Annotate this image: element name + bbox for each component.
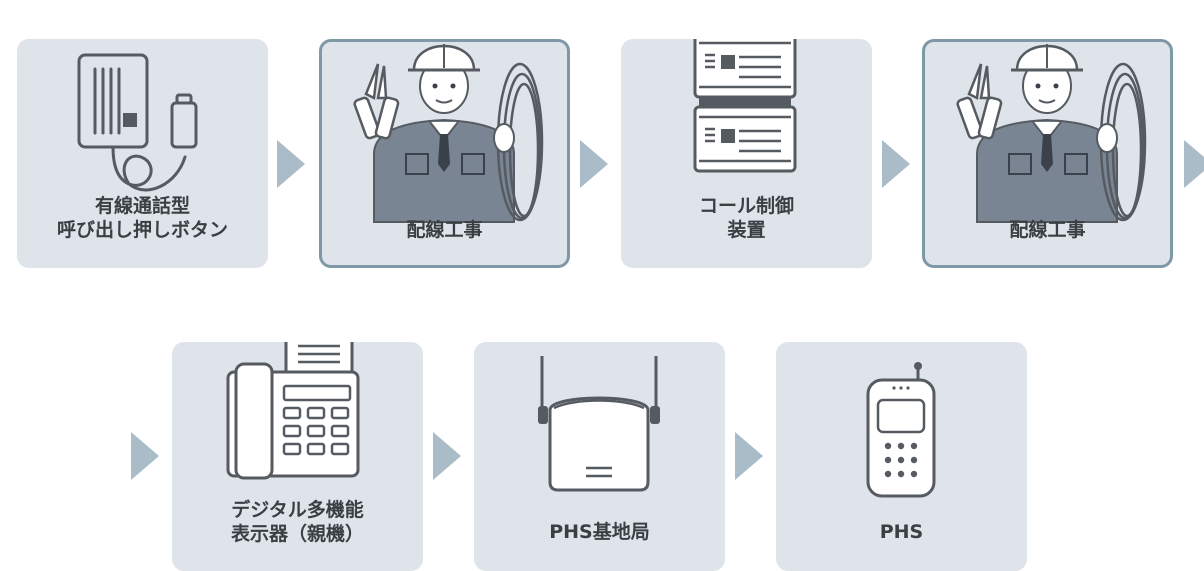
multifunction-phone-icon — [226, 342, 360, 480]
step-label-line: 表示器（親機） — [230, 523, 364, 545]
step-label-line: 呼び出し押しボタン — [56, 219, 228, 241]
wiring-technician-icon — [956, 44, 1147, 223]
step-label-line: PHS基地局 — [549, 521, 650, 543]
step-label-line: 配線工事 — [1009, 219, 1086, 241]
phs-base-station-icon — [538, 356, 660, 492]
step-card-6: PHS基地局 — [474, 342, 725, 571]
step-card-2: 配線工事 — [319, 39, 570, 268]
wiring-technician-icon — [353, 44, 544, 223]
call-control-unit-icon — [693, 39, 797, 173]
step-label-line: 装置 — [727, 219, 766, 241]
step-label-line: PHS — [879, 521, 924, 543]
step-card-1: 有線通話型 呼び出し押しボタン — [17, 39, 268, 268]
step-label-line: コール制御 — [698, 195, 794, 217]
step-card-5: デジタル多機能 表示器（親機） — [172, 342, 423, 571]
step-label-line: デジタル多機能 — [231, 499, 364, 521]
step-card-7: PHS — [776, 342, 1027, 571]
step-label-line: 有線通話型 — [94, 195, 190, 217]
step-label-line: 配線工事 — [406, 219, 483, 241]
push-button-device-icon — [77, 53, 198, 192]
step-card-3: コール制御 装置 — [621, 39, 872, 268]
step-card-4: 配線工事 — [922, 39, 1173, 268]
phs-handset-icon — [866, 362, 936, 498]
